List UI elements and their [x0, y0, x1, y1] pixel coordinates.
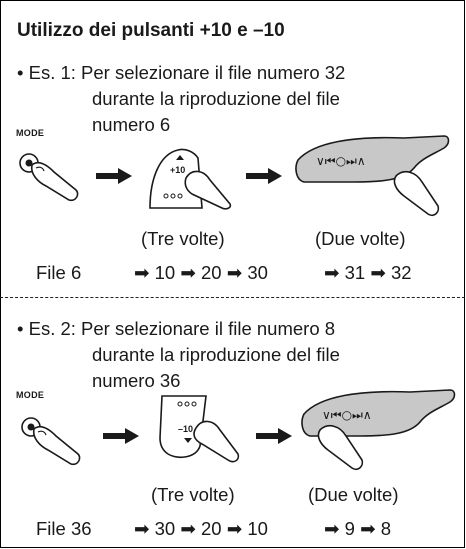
remote-symbols-1: ∨⏮○⏭∧ — [316, 154, 366, 168]
sequence-tens-1: ➡ 10 ➡ 20 ➡ 30 — [134, 262, 268, 283]
remote-symbols-2: ∨⏮○⏭∧ — [322, 408, 372, 422]
sequence-tens-2: ➡ 30 ➡ 20 ➡ 10 — [134, 518, 268, 539]
plus-10-label: +10 — [170, 165, 185, 175]
sequence-ones-1: ➡ 31 ➡ 32 — [324, 262, 412, 283]
press-count-ones-1: (Due volte) — [315, 228, 406, 249]
remote-skip-button-press-icon: ∨⏮○⏭∧ — [301, 389, 456, 471]
minus-10-button-press-icon: –10 — [159, 395, 240, 463]
example-1-heading: • Es. 1: Per selezionare il file numero … — [17, 62, 346, 83]
example-2-line-3: numero 36 — [92, 370, 181, 391]
minus-10-label: –10 — [178, 424, 193, 434]
sequence-start-1: File 6 — [36, 262, 82, 283]
press-count-ones-2: (Due volte) — [308, 484, 399, 505]
remote-skip-button-press-icon: ∨⏮○⏭∧ — [295, 135, 450, 217]
press-count-tens-1: (Tre volte) — [141, 228, 225, 249]
plus-10-button-press-icon: +10 — [149, 148, 232, 210]
arrow-icon — [256, 428, 292, 444]
mode-button-press-icon — [21, 417, 81, 466]
sequence-ones-2: ➡ 9 ➡ 8 — [324, 518, 391, 539]
arrow-icon — [246, 168, 282, 184]
example-1-line-3: numero 6 — [92, 114, 171, 135]
mode-label-1: MODE — [16, 128, 45, 138]
arrow-icon — [103, 428, 139, 444]
arrow-icon — [96, 168, 132, 184]
mode-button-press-icon — [19, 153, 79, 202]
press-count-tens-2: (Tre volte) — [151, 484, 235, 505]
section-title: Utilizzo dei pulsanti +10 e –10 — [17, 20, 285, 41]
example-1-line-2: durante la riproduzione del file — [92, 88, 340, 109]
sequence-start-2: File 36 — [36, 518, 92, 539]
mode-label-2: MODE — [16, 390, 45, 400]
example-2-heading: • Es. 2: Per selezionare il file numero … — [17, 318, 336, 339]
example-2-line-2: durante la riproduzione del file — [92, 344, 340, 365]
example-divider — [0, 297, 465, 298]
